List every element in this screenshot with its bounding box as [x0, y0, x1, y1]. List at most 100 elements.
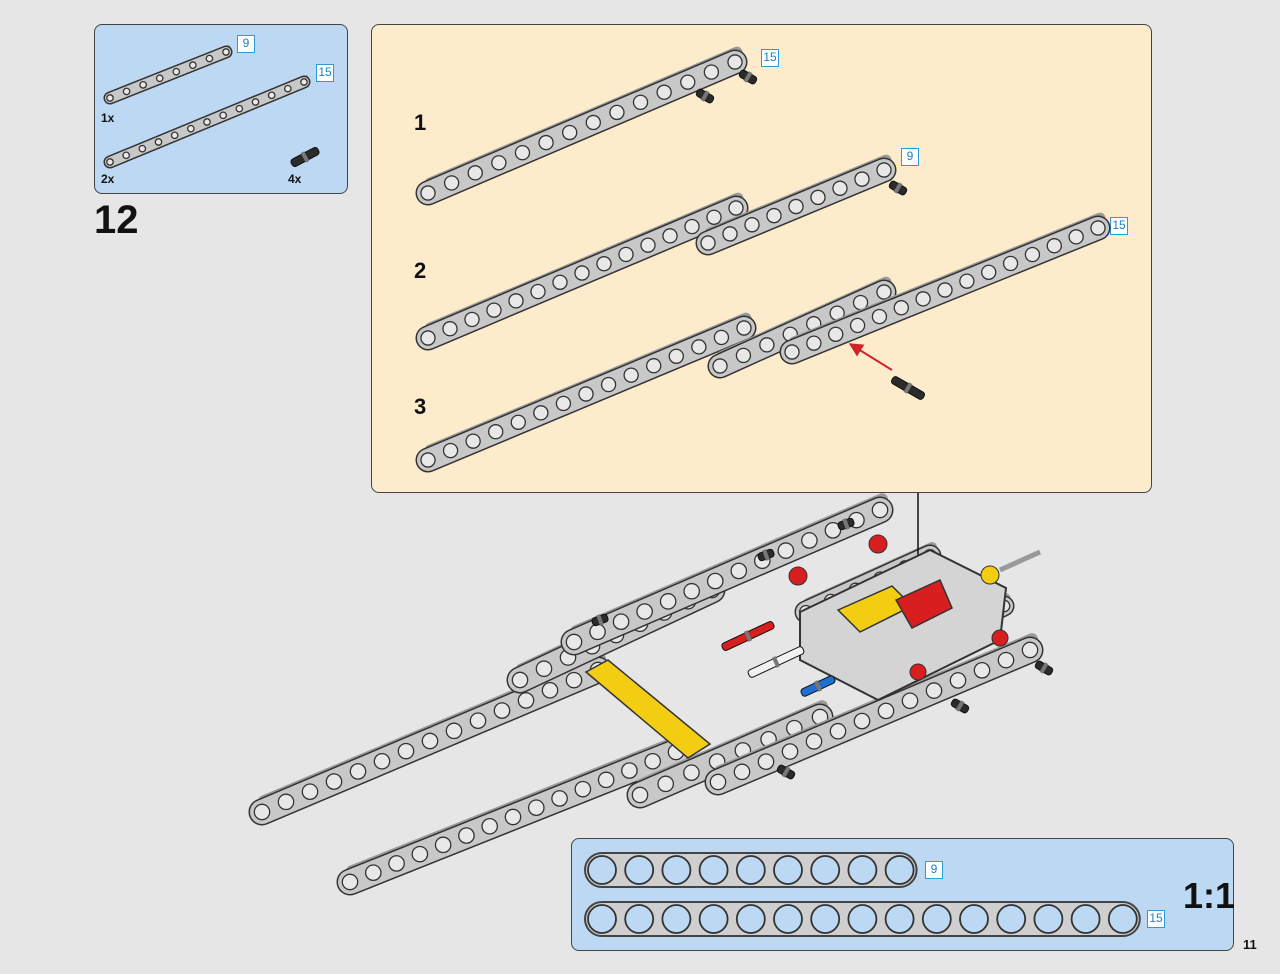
- beam-hole: [1024, 246, 1041, 263]
- assembly-arrow-icon: [848, 343, 893, 371]
- technic-beam-icon: [779, 212, 1111, 365]
- technic-beam-icon: [415, 46, 748, 206]
- beam-hole: [442, 321, 458, 337]
- beam-hole: [700, 235, 716, 251]
- beam-hole: [122, 87, 131, 96]
- pin-collar: [743, 630, 753, 642]
- beam-hole: [981, 264, 997, 280]
- beam-hole: [632, 94, 649, 110]
- pin-collar: [813, 680, 823, 692]
- red-connector: [788, 566, 808, 586]
- beam-hole: [205, 54, 214, 63]
- beam-hole: [277, 793, 295, 811]
- beam-hole: [680, 74, 696, 90]
- part-qty-1x: 1x: [101, 111, 115, 125]
- beam-hole: [508, 293, 524, 309]
- beam-hole: [552, 274, 568, 290]
- pin-collar: [771, 656, 781, 668]
- beam-hole: [893, 300, 909, 316]
- beam-hole: [801, 532, 818, 549]
- beam-hole: [465, 433, 481, 449]
- beam-hole: [585, 114, 601, 131]
- white-pin-icon: [747, 646, 805, 678]
- pin-collar: [781, 766, 791, 778]
- beam-hole: [493, 702, 511, 719]
- beam-hole: [464, 311, 480, 328]
- beam-hole: [706, 209, 722, 225]
- scale-beam-hole: [810, 855, 841, 885]
- technic-beam-icon: [626, 700, 834, 809]
- beam-hole: [186, 124, 195, 133]
- beam-hole: [849, 317, 866, 334]
- beam-hole: [514, 145, 531, 161]
- sub-step-1-label: 1: [414, 110, 427, 135]
- beam-hole: [832, 180, 848, 196]
- scale-beam-hole: [996, 904, 1027, 934]
- friction-pin-icon: [776, 764, 796, 780]
- scale-beam-hole: [661, 904, 692, 934]
- beam-hole: [854, 171, 870, 187]
- beam-hole: [574, 780, 592, 798]
- beam-hole: [876, 162, 892, 178]
- scale-beam-hole: [624, 855, 655, 885]
- beam-hole: [562, 124, 578, 141]
- beam-hole: [467, 165, 483, 181]
- pin-collar: [700, 90, 710, 102]
- beam-hole: [730, 562, 748, 580]
- beam-hole: [589, 623, 606, 641]
- beam-hole: [937, 282, 953, 298]
- beam-hole: [713, 329, 730, 346]
- beam-hole: [203, 118, 211, 126]
- beam-hole: [657, 775, 675, 793]
- beam-hole: [925, 682, 943, 699]
- beam-hole: [155, 74, 164, 83]
- beam-hole: [421, 732, 439, 750]
- beam-hole: [445, 722, 463, 740]
- yellow-axle: [584, 659, 712, 759]
- beam-hole: [555, 395, 572, 412]
- friction-pin-icon: [591, 613, 609, 627]
- beam-hole: [636, 603, 653, 620]
- beam-hole: [877, 702, 895, 720]
- beam-hole: [469, 712, 487, 730]
- yellow-bush: [980, 565, 1000, 585]
- beam-hole: [644, 752, 662, 770]
- beam-hole: [727, 54, 743, 70]
- friction-pin-icon: [695, 88, 715, 104]
- beam-hole: [871, 501, 889, 519]
- beam-hole: [154, 138, 163, 146]
- beam-hole: [722, 226, 738, 242]
- scale-beam-hole: [810, 904, 841, 934]
- scale-beam-hole: [884, 904, 915, 934]
- technic-beam-icon: [103, 75, 311, 169]
- beam-hole: [486, 302, 502, 318]
- beam-hole: [828, 326, 844, 342]
- beam-hole: [251, 98, 260, 106]
- beam-hole: [1002, 255, 1019, 272]
- beam-hole: [662, 228, 678, 244]
- beam-hole: [600, 376, 617, 393]
- beam-hole: [574, 265, 590, 281]
- part-qty-4x: 4x: [288, 172, 302, 186]
- beam-hole: [609, 104, 625, 121]
- friction-pin-icon: [757, 548, 775, 562]
- beam-hole: [683, 582, 701, 600]
- beam-hole: [510, 414, 526, 430]
- beam-hole: [442, 442, 459, 459]
- callout-step2-length: 9: [901, 148, 919, 166]
- beam-hole: [871, 308, 888, 325]
- scale-beam-15: [584, 901, 1141, 937]
- technic-beam-icon: [707, 276, 897, 379]
- beam-hole: [766, 207, 782, 224]
- beam-hole: [189, 61, 197, 69]
- beam-hole: [631, 786, 649, 804]
- beam-hole: [959, 273, 975, 289]
- friction-pin-icon: [950, 698, 970, 714]
- beam-hole: [325, 773, 343, 790]
- beam-hole: [901, 692, 919, 710]
- pin-collar: [893, 182, 903, 194]
- part-qty-2x: 2x: [101, 172, 115, 186]
- beam-hole: [728, 200, 744, 216]
- pin-collar: [1039, 662, 1049, 674]
